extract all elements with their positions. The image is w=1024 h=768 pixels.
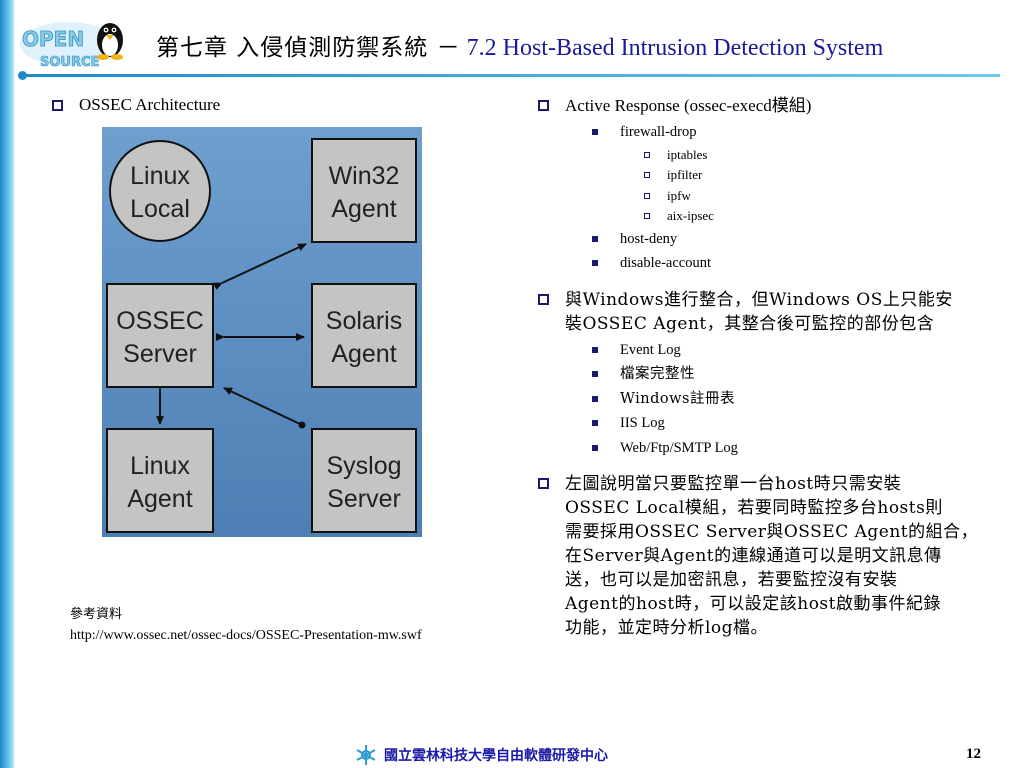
page-title: 第七章 入侵偵測防禦系統 － 7.2 Host-Based Intrusion … — [156, 28, 883, 62]
node-win32-agent: Win32 Agent — [311, 138, 417, 243]
windows-item-event-log: Event Log — [620, 341, 681, 358]
syslog-connector-dot — [298, 421, 306, 429]
windows-integration-line1: 與Windows進行整合，但Windows OS上只能安 — [565, 289, 953, 310]
left-column: OSSEC Architecture — [52, 94, 502, 116]
node-solaris-agent-line1: Solaris — [326, 307, 402, 335]
solid-square-bullet-icon — [592, 129, 598, 136]
node-ossec-server-line1: OSSEC — [116, 307, 204, 335]
node-win32-agent-line2: Agent — [331, 195, 396, 223]
disable-account-label: disable-account — [620, 255, 711, 271]
architecture-heading: OSSEC Architecture — [79, 95, 221, 114]
page-number: 12 — [966, 746, 981, 762]
active-response-label: Active Response (ossec-execd模組) — [565, 96, 812, 115]
title-chinese: 第七章 入侵偵測防禦系統 － — [156, 35, 461, 61]
small-hollow-square-bullet-icon — [644, 151, 650, 158]
node-solaris-agent: Solaris Agent — [311, 283, 417, 388]
host-deny-label: host-deny — [620, 230, 678, 247]
list-item: 檔案完整性 — [592, 362, 1008, 387]
windows-item-registry: Windows註冊表 — [620, 390, 735, 407]
hollow-square-bullet-icon — [538, 293, 549, 305]
bullet-explanation: 左圖說明當只要監控單一台host時只需安裝 OSSEC Local模組，若要同時… — [538, 472, 1008, 640]
list-item: Windows註冊表 — [592, 387, 1008, 412]
explanation-line: 功能，並定時分析log檔。 — [565, 618, 769, 638]
node-linux-local-line2: Local — [130, 195, 190, 223]
windows-item-web-ftp-smtp-log: Web/Ftp/SMTP Log — [620, 439, 738, 456]
small-hollow-square-bullet-icon — [644, 172, 650, 179]
list-item: aix-ipsec — [644, 206, 1008, 227]
small-hollow-square-bullet-icon — [644, 213, 650, 220]
hollow-square-bullet-icon — [538, 478, 549, 489]
footer: 國立雲林科技大學 自由軟體研發中心 — [354, 744, 608, 766]
firewall-item-iptables: iptables — [667, 146, 708, 162]
footer-center: 自由軟體研發中心 — [496, 748, 608, 764]
footer-school: 國立雲林科技大學 — [384, 748, 496, 764]
node-linux-agent: Linux Agent — [106, 428, 214, 533]
solid-square-bullet-icon — [592, 395, 598, 402]
hollow-square-bullet-icon — [538, 100, 549, 111]
explanation-line: 左圖說明當只要監控單一台host時只需安裝 — [565, 474, 902, 494]
list-item: ipfilter — [644, 165, 1008, 186]
node-syslog-server-line2: Server — [327, 485, 401, 513]
list-item: iptables — [644, 145, 1008, 166]
node-linux-local-line1: Linux — [130, 162, 190, 190]
bullet-ossec-architecture: OSSEC Architecture — [52, 94, 502, 116]
solid-square-bullet-icon — [592, 444, 598, 451]
explanation-line: 在Server與Agent的連線通道可以是明文訊息傳 — [565, 546, 942, 566]
bullet-windows-integration: 與Windows進行整合，但Windows OS上只能安 裝OSSEC Agen… — [538, 288, 1008, 336]
firewall-item-ipfilter: ipfilter — [667, 167, 703, 182]
firewall-item-ipfw: ipfw — [667, 187, 691, 203]
left-accent-bar — [0, 0, 14, 768]
reference-url[interactable]: http://www.ossec.net/ossec-docs/OSSEC-Pr… — [70, 628, 422, 643]
snowflake-logo-icon — [356, 745, 376, 765]
right-column: Active Response (ossec-execd模組) firewall… — [538, 94, 1008, 642]
title-english: 7.2 Host-Based Intrusion Detection Syste… — [460, 35, 884, 61]
sub-bullet-firewall-drop: firewall-drop — [592, 120, 1008, 145]
list-item: Web/Ftp/SMTP Log — [592, 436, 1008, 461]
sub-bullet-disable-account: disable-account — [592, 251, 1008, 276]
connector-syslog-server — [223, 387, 301, 425]
penguin-icon — [97, 23, 123, 60]
solid-square-bullet-icon — [592, 346, 598, 353]
header-divider — [20, 74, 1000, 77]
firewall-item-aix-ipsec: aix-ipsec — [667, 208, 714, 223]
reference-title: 參考資料 — [70, 607, 123, 622]
node-syslog-server-line1: Syslog — [326, 452, 401, 480]
diagram-canvas: Linux Local Win32 Agent OSSEC Server Sol… — [106, 138, 417, 533]
node-ossec-server: OSSEC Server — [106, 283, 214, 388]
explanation-line: OSSEC Local模組，若要同時監控多台hosts則 — [565, 498, 943, 518]
solid-square-bullet-icon — [592, 235, 598, 242]
list-item: Event Log — [592, 338, 1008, 363]
node-syslog-server: Syslog Server — [311, 428, 417, 533]
ossec-architecture-diagram: Linux Local Win32 Agent OSSEC Server Sol… — [102, 127, 422, 537]
hollow-square-bullet-icon — [52, 100, 63, 111]
node-linux-agent-line2: Agent — [127, 485, 192, 513]
windows-item-iis-log: IIS Log — [620, 415, 665, 431]
list-item: ipfw — [644, 186, 1008, 207]
node-ossec-server-line2: Server — [123, 340, 197, 368]
explanation-text: 左圖說明當只要監控單一台host時只需安裝 OSSEC Local模組，若要同時… — [565, 472, 1008, 640]
svg-text:SOURCE: SOURCE — [40, 55, 99, 70]
bullet-active-response: Active Response (ossec-execd模組) — [538, 94, 1008, 118]
explanation-line: 送，也可以是加密訊息，若要監控沒有安裝 — [565, 570, 898, 590]
svg-text:OPEN: OPEN — [22, 27, 84, 51]
solid-square-bullet-icon — [592, 260, 598, 267]
node-linux-local: Linux Local — [109, 140, 211, 242]
windows-integration-line2: 裝OSSEC Agent，其整合後可監控的部份包含 — [565, 313, 935, 334]
node-solaris-agent-line2: Agent — [331, 340, 396, 368]
small-hollow-square-bullet-icon — [644, 192, 650, 199]
explanation-line: Agent的host時，可以設定該host啟動事件紀錄 — [565, 594, 941, 614]
firewall-drop-label: firewall-drop — [620, 124, 697, 140]
solid-square-bullet-icon — [592, 420, 598, 427]
reference-block: 參考資料 http://www.ossec.net/ossec-docs/OSS… — [70, 604, 422, 646]
explanation-line: 需要採用OSSEC Server與OSSEC Agent的組合， — [565, 522, 979, 542]
connector-server-win32 — [213, 243, 307, 290]
solid-square-bullet-icon — [592, 371, 598, 378]
sub-bullet-host-deny: host-deny — [592, 227, 1008, 252]
windows-item-file-integrity: 檔案完整性 — [620, 366, 695, 382]
list-item: IIS Log — [592, 411, 1008, 436]
open-source-logo: OPEN SOURCE — [20, 22, 123, 70]
node-linux-agent-line1: Linux — [130, 452, 190, 480]
node-win32-agent-line1: Win32 — [329, 162, 400, 190]
windows-integration-text: 與Windows進行整合，但Windows OS上只能安 裝OSSEC Agen… — [565, 288, 1008, 336]
